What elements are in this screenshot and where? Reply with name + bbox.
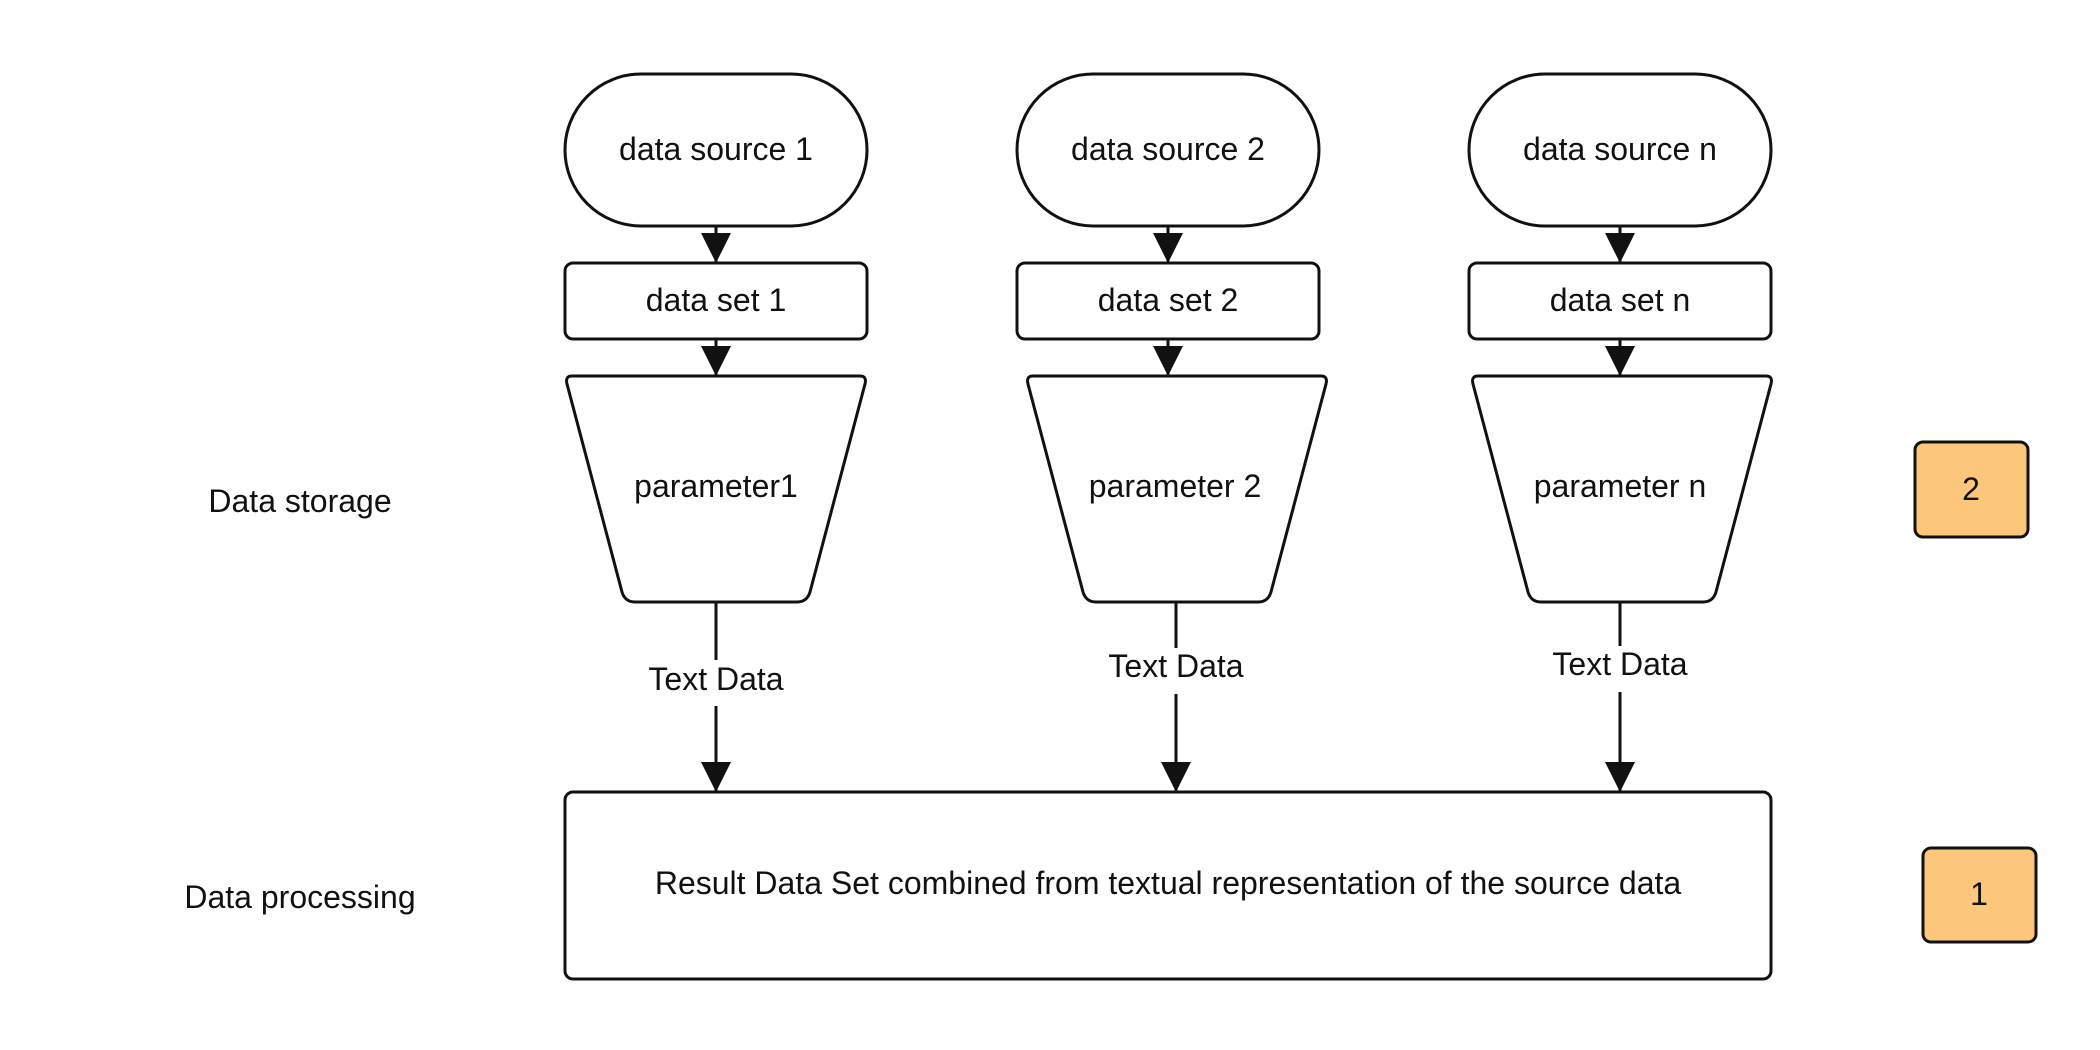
edge-label-text-data-2: Text Data: [1108, 648, 1243, 684]
data-source-1-label: data source 1: [619, 131, 813, 167]
column-3: data source n data set n parameter n Tex…: [1467, 72, 1773, 792]
row-label-data-processing: Data processing: [184, 879, 415, 915]
data-set-2-label: data set 2: [1098, 282, 1239, 318]
parameter-1-node: [565, 374, 867, 604]
badge-2-label: 2: [1962, 471, 1980, 507]
data-source-n-label: data source n: [1523, 131, 1717, 167]
badge-1-label: 1: [1970, 876, 1988, 912]
parameter-n-label: parameter n: [1534, 468, 1707, 504]
data-set-1-label: data set 1: [646, 282, 787, 318]
parameter-2-label: parameter 2: [1089, 468, 1262, 504]
edge-label-text-data-n: Text Data: [1552, 646, 1687, 682]
row-label-data-storage: Data storage: [208, 483, 391, 519]
result-data-set-node: [563, 790, 1773, 981]
result-data-set-label: Result Data Set combined from textual re…: [655, 865, 1682, 901]
edge-label-text-data-1: Text Data: [648, 661, 783, 697]
parameter-1-label: parameter1: [634, 468, 798, 504]
column-1: data source 1 data set 1 parameter1 Text…: [563, 72, 869, 792]
parameter-n-node: [1471, 374, 1773, 604]
column-2: data source 2 data set 2 parameter 2 Tex…: [1015, 72, 1328, 792]
badge-1: [1921, 846, 2038, 944]
badge-2: [1913, 440, 2030, 539]
data-set-n-label: data set n: [1550, 282, 1691, 318]
parameter-2-node: [1026, 374, 1328, 604]
data-source-2-label: data source 2: [1071, 131, 1265, 167]
